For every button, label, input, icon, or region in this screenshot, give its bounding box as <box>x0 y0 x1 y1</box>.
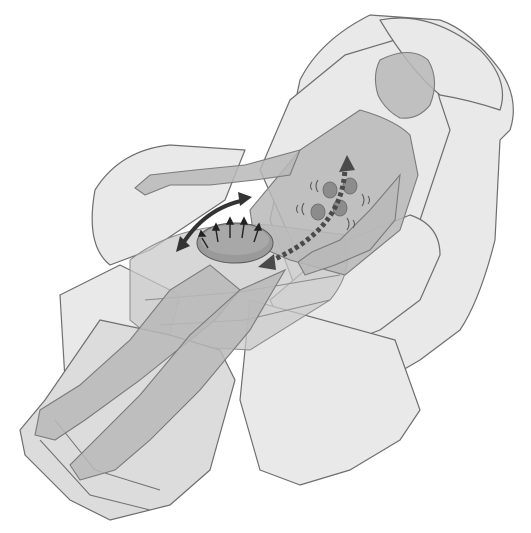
seat-massage-cushion <box>197 223 273 263</box>
